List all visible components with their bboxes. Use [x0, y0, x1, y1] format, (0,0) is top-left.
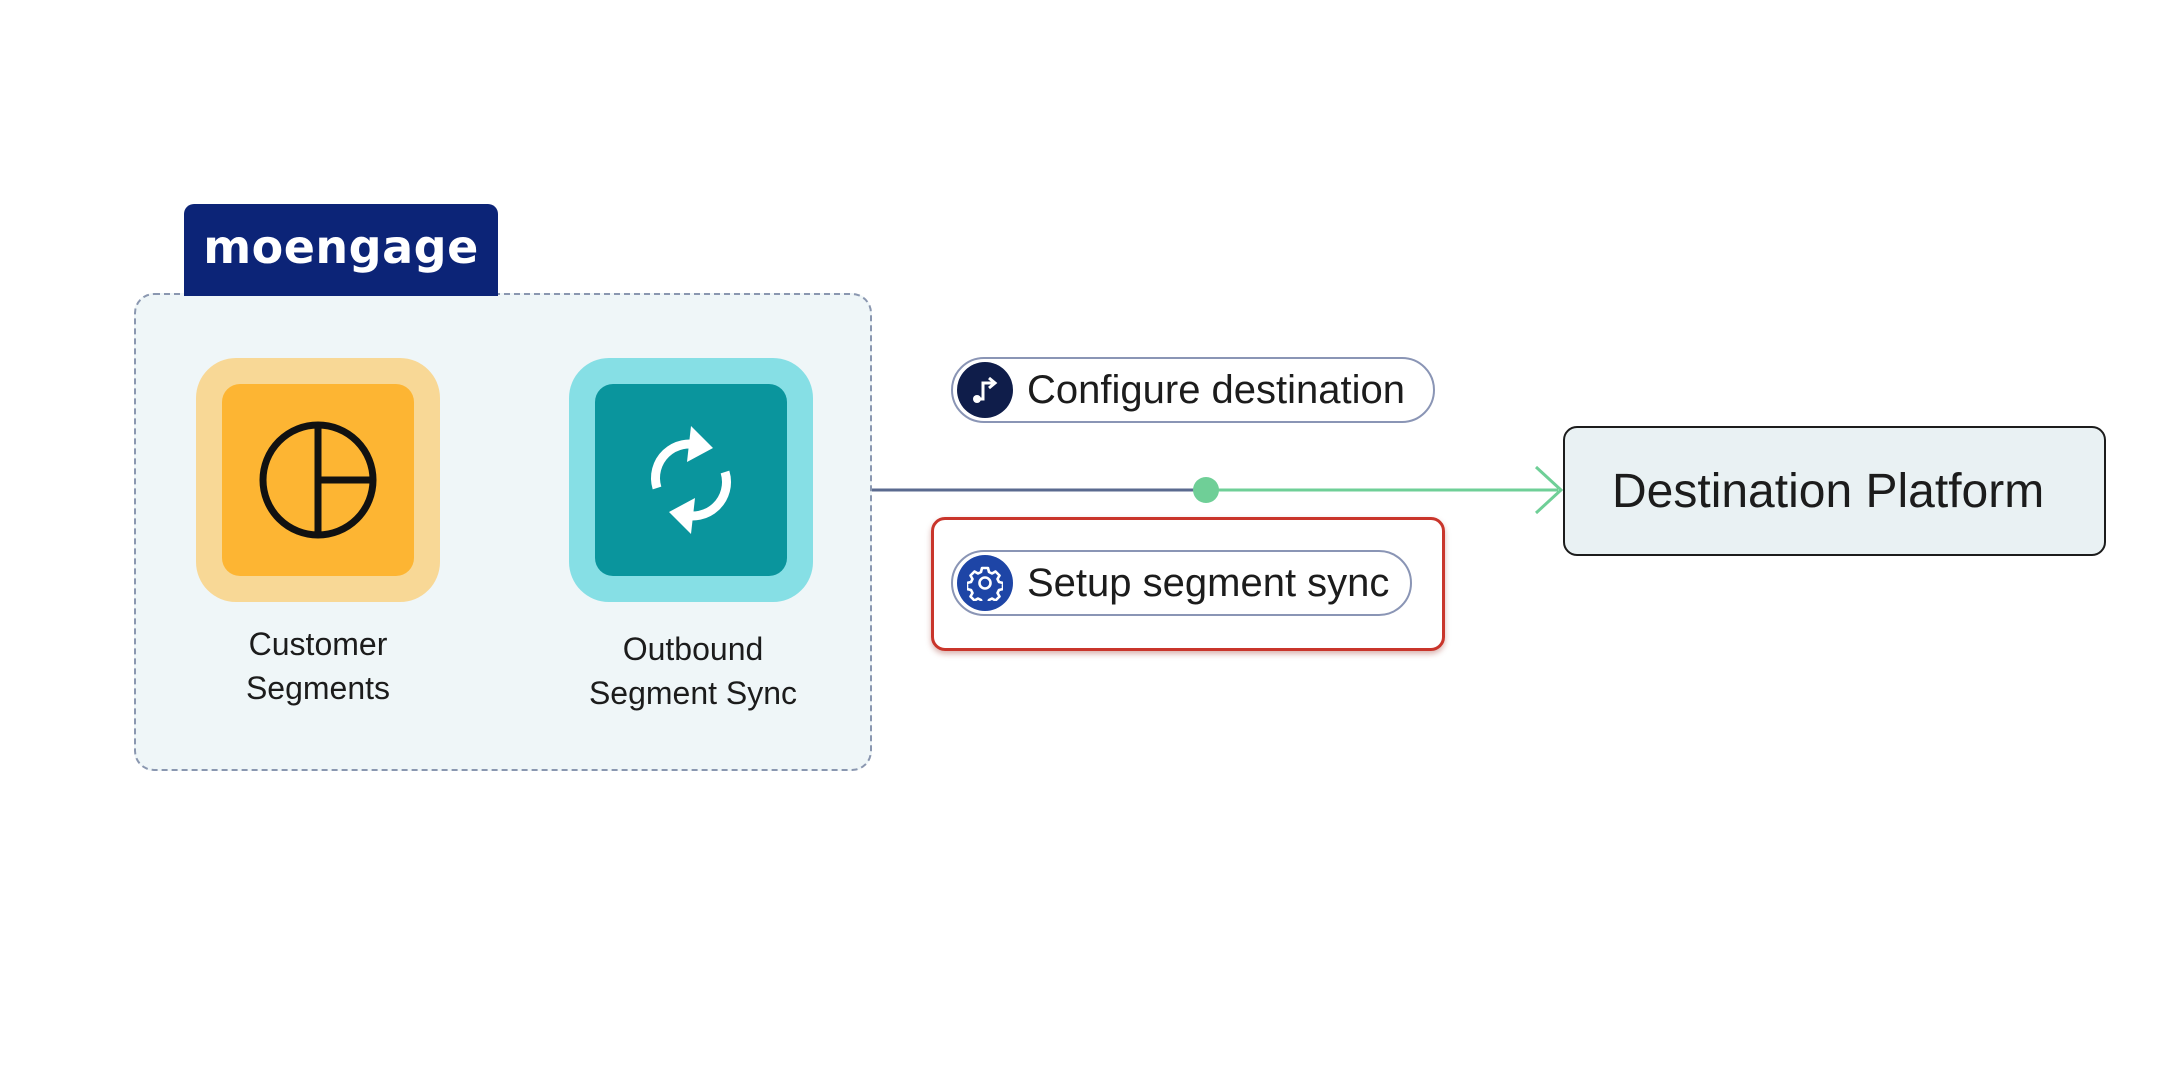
setup-segment-sync-button[interactable]: Setup segment sync — [951, 550, 1412, 616]
customer-segments-tile — [222, 384, 414, 576]
destination-platform-node[interactable]: Destination Platform — [1563, 426, 2106, 556]
configure-destination-button[interactable]: Configure destination — [951, 357, 1435, 423]
segments-icon — [259, 421, 377, 539]
sync-icon — [651, 426, 731, 534]
brand-logo: moengage — [203, 220, 479, 274]
setup-highlight-box — [931, 517, 1445, 651]
brand-tab: moengage — [184, 204, 498, 296]
outbound-segment-sync-node[interactable] — [569, 358, 813, 602]
gear-icon — [957, 555, 1013, 611]
destination-platform-label: Destination Platform — [1612, 464, 2045, 518]
setup-segment-sync-label: Setup segment sync — [1027, 560, 1390, 605]
configure-destination-label: Configure destination — [1027, 367, 1406, 412]
outbound-segment-sync-label: Outbound Segment Sync — [588, 631, 798, 711]
customer-segments-node[interactable] — [196, 358, 440, 602]
main-connector-dot — [1193, 477, 1219, 503]
route-icon — [957, 362, 1013, 418]
outbound-segment-sync-tile — [595, 384, 787, 576]
customer-segments-label: Customer Segments — [245, 626, 391, 706]
main-connector-arrowhead — [1534, 465, 1564, 515]
